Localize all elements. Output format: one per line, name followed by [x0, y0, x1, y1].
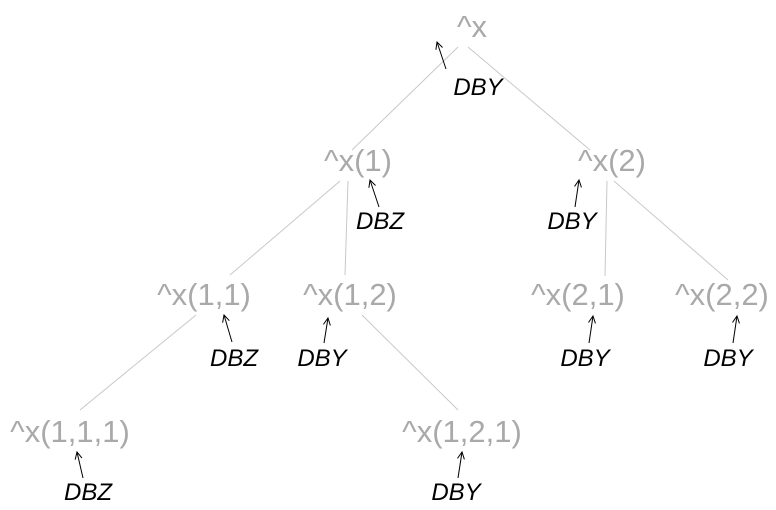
edge-n0-n2: [467, 46, 591, 151]
node-label-n21: ^x(2,1): [531, 277, 625, 312]
tag-arrow-n22: [732, 314, 740, 344]
node-label-n2: ^x(2): [578, 143, 646, 178]
tag-arrow-n11: [222, 313, 233, 343]
node-label-n12: ^x(1,2): [303, 277, 397, 312]
tag-label-n12: DBY: [297, 345, 348, 372]
node-label-n111: ^x(1,1,1): [10, 414, 130, 449]
edge-n1-n12: [344, 180, 349, 276]
tag-arrow-n1: [368, 178, 380, 208]
tag-arrows: [74, 40, 740, 479]
node-label-n0: ^x: [457, 9, 488, 44]
edge-n11-n111: [79, 314, 197, 411]
tag-arrow-n0: [435, 40, 447, 70]
tag-label-n1: DBZ: [356, 208, 405, 235]
edge-n0-n1: [351, 46, 459, 151]
node-label-n11: ^x(1,1): [157, 277, 251, 312]
node-label-n22: ^x(2,2): [675, 277, 769, 312]
edge-n2-n22: [613, 180, 729, 281]
tag-label-n121: DBY: [431, 479, 482, 506]
tag-arrow-n111: [74, 450, 84, 479]
tree-edges: [79, 46, 729, 411]
tag-arrow-n21: [588, 314, 596, 344]
tag-arrow-n2: [574, 178, 582, 208]
tag-label-n0: DBY: [453, 74, 504, 101]
tag-label-n22: DBY: [703, 345, 754, 372]
edge-n1-n11: [229, 180, 341, 276]
tag-label-n21: DBY: [560, 345, 611, 372]
node-label-n121: ^x(1,2,1): [402, 414, 522, 449]
tag-arrow-n121: [457, 450, 465, 479]
edge-n12-n121: [361, 314, 459, 411]
edge-n2-n21: [604, 180, 608, 277]
node-label-n1: ^x(1): [324, 143, 392, 178]
tag-label-n11: DBZ: [210, 345, 259, 372]
tag-arrow-n12: [323, 316, 331, 344]
tag-label-n111: DBZ: [64, 479, 113, 506]
tag-label-n2: DBY: [547, 208, 598, 235]
